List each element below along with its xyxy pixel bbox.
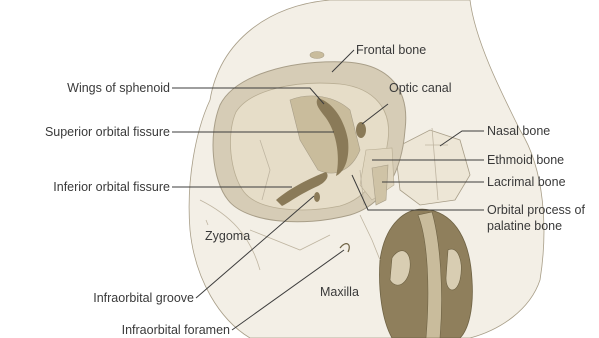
label-inferior-orbital-fissure: Inferior orbital fissure: [53, 180, 170, 194]
label-infraorbital-foramen: Infraorbital foramen: [122, 323, 230, 337]
supraorbital-foramen: [310, 52, 324, 59]
label-orbital-process-line2: palatine bone: [487, 219, 562, 233]
label-nasal-bone: Nasal bone: [487, 124, 550, 138]
label-zygoma: Zygoma: [205, 229, 250, 243]
label-orbital-process-line1: Orbital process of: [487, 203, 585, 217]
label-lacrimal-bone: Lacrimal bone: [487, 175, 566, 189]
label-ethmoid-bone: Ethmoid bone: [487, 153, 564, 167]
optic-canal-shape: [356, 122, 366, 138]
label-wings-of-sphenoid: Wings of sphenoid: [67, 81, 170, 95]
label-frontal-bone: Frontal bone: [356, 43, 426, 57]
label-infraorbital-groove: Infraorbital groove: [93, 291, 194, 305]
right-concha: [446, 249, 461, 290]
label-maxilla: Maxilla: [320, 285, 359, 299]
zygomatic-foramen: [314, 192, 320, 202]
label-optic-canal: Optic canal: [389, 81, 452, 95]
label-superior-orbital-fissure: Superior orbital fissure: [45, 125, 170, 139]
